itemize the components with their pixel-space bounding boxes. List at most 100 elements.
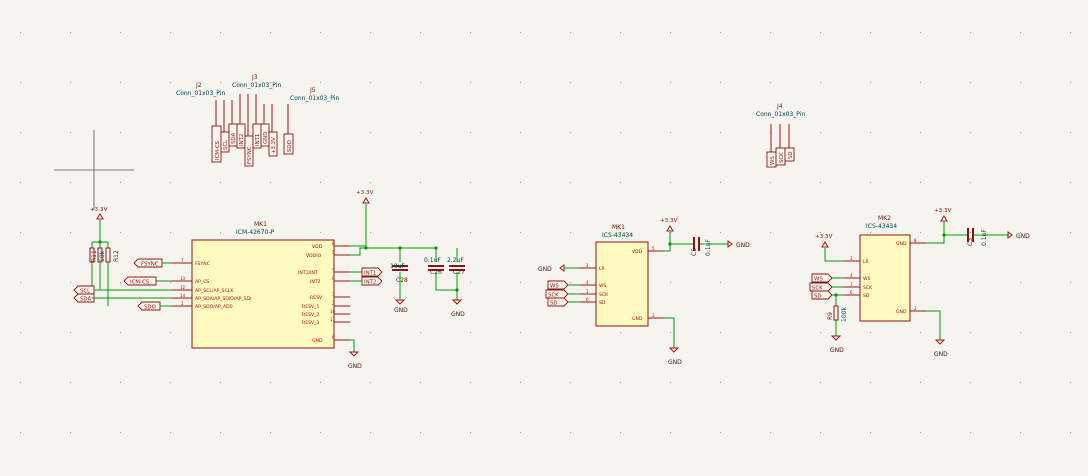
net-label-gnd: GND (263, 132, 269, 144)
svg-text:8: 8 (332, 241, 335, 246)
j3-ref: J3 (251, 74, 258, 81)
svg-text:GND: GND (1016, 233, 1030, 240)
svg-text:LR: LR (599, 266, 606, 272)
svg-text:GND: GND (830, 347, 844, 354)
svg-text:WS: WS (599, 283, 607, 289)
mk1-value: ICS-43434 (602, 232, 633, 239)
j3-value: Conn_01x03_Pin (232, 82, 281, 89)
svg-text:+3.3V: +3.3V (934, 208, 952, 214)
svg-text:1: 1 (850, 282, 853, 287)
svg-text:C5: C5 (691, 248, 698, 256)
svg-text:INT2: INT2 (310, 279, 321, 285)
j4-net-sck: SCK (779, 152, 785, 163)
mk2-value: ICS-43434 (866, 223, 897, 230)
svg-text:SD: SD (863, 293, 870, 299)
svg-text:AP_SDO/AP_AD0: AP_SDO/AP_AD0 (195, 304, 233, 310)
svg-text:6: 6 (586, 297, 589, 302)
svg-text:AP_CS: AP_CS (195, 279, 209, 285)
svg-text:RESV_3: RESV_3 (302, 320, 319, 326)
r11-ref: R11 (91, 250, 98, 262)
svg-text:AP_SCL/AP_SCLK: AP_SCL/AP_SCLK (195, 288, 234, 294)
label-sda: SDA (80, 297, 91, 303)
net-label-scl: SCL (223, 140, 229, 150)
mk1-ref: MK1 (612, 224, 625, 231)
net-label-3v3: +3.3V (271, 137, 277, 154)
svg-text:RESV_1: RESV_1 (302, 304, 319, 310)
r10-value: 10k (99, 250, 106, 262)
svg-text:0.1uF: 0.1uF (424, 257, 441, 264)
svg-text:SCK: SCK (863, 285, 873, 291)
int-net-labels: INT1 INT2 (350, 267, 383, 286)
svg-text:10uF: 10uF (390, 263, 405, 270)
svg-text:FSYNC: FSYNC (195, 261, 210, 267)
svg-text:2: 2 (652, 313, 655, 318)
svg-text:7: 7 (181, 258, 184, 263)
j2-value: Conn_01x03_Pin (176, 90, 225, 97)
label-sdo: SDO (144, 305, 156, 311)
svg-text:2.2uF: 2.2uF (447, 257, 464, 264)
j4-value: Conn_01x03_Pin (756, 111, 805, 118)
svg-text:C3: C3 (967, 238, 974, 246)
svg-text:C27: C27 (453, 269, 465, 276)
svg-text:+3.3V: +3.3V (356, 190, 374, 196)
mk2-wiring: +3.3V WS SCK SD R9 100k GND +3.3V C3 0.1… (809, 208, 1030, 358)
j4-ref: J4 (776, 103, 783, 110)
svg-text:1: 1 (586, 289, 589, 294)
label-fsync: FSYNC (141, 262, 159, 268)
net-label-sda: SDA (231, 133, 237, 144)
u1-body (191, 239, 335, 349)
net-label-fsync: FSYNC (247, 146, 253, 164)
svg-text:9: 9 (332, 276, 335, 281)
crosshair-cursor (54, 130, 134, 210)
u1-ref: MK1 (254, 221, 267, 228)
svg-text:GND: GND (538, 266, 552, 273)
connector-j5[interactable]: J5 Conn_01x03_Pin (263, 87, 339, 134)
svg-text:12: 12 (180, 285, 186, 290)
svg-text:WS: WS (814, 277, 823, 283)
svg-text:GND: GND (312, 338, 323, 344)
j5-ref: J5 (309, 87, 316, 94)
connector-j4[interactable]: J4 Conn_01x03_Pin WS SCK SD (756, 103, 805, 168)
svg-text:WS: WS (863, 276, 871, 282)
svg-text:VDDIO: VDDIO (306, 253, 322, 259)
connector-j2[interactable]: J2 Conn_01x03_Pin (176, 82, 233, 132)
svg-text:GND: GND (934, 351, 948, 358)
svg-text:4: 4 (586, 280, 589, 285)
svg-text:LR: LR (863, 259, 870, 265)
j5-value: Conn_01x03_Pin (290, 95, 339, 102)
u1-power-network: +3.3V 10uF C28 0.1uF C26 2.2uF C27 GND G… (348, 190, 465, 370)
left-net-labels: FSYNC ICM-CS SCL SDA SDO (73, 258, 163, 311)
svg-text:14: 14 (180, 293, 186, 298)
svg-text:GND: GND (896, 241, 907, 247)
connector-j3[interactable]: J3 Conn_01x03_Pin (232, 74, 281, 136)
label-scl: SCL (80, 289, 90, 295)
svg-text:INT2: INT2 (364, 280, 376, 286)
u1-value: ICM-42670-P (236, 229, 275, 236)
svg-text:VDD: VDD (632, 249, 643, 255)
svg-text:SCK: SCK (599, 292, 609, 298)
svg-text:AP_SDA/AP_SDIO/AP_SDI: AP_SDA/AP_SDIO/AP_SDI (195, 296, 251, 302)
label-icm-cs: ICM-CS (130, 280, 150, 286)
svg-text:10: 10 (330, 309, 336, 314)
svg-text:C28: C28 (396, 277, 408, 284)
mk2-body (859, 234, 911, 322)
svg-text:GND: GND (348, 363, 362, 370)
svg-text:3: 3 (332, 292, 335, 297)
svg-text:1: 1 (181, 301, 184, 306)
net-label-int2: INT2 (239, 134, 245, 146)
svg-text:SD: SD (599, 300, 606, 306)
svg-text:2: 2 (914, 306, 917, 311)
svg-text:VDD: VDD (312, 244, 323, 250)
r12-ref: R12 (113, 250, 120, 262)
svg-text:11: 11 (330, 317, 336, 322)
svg-text:4: 4 (332, 267, 335, 272)
svg-text:GND: GND (632, 316, 643, 322)
svg-text:SCK: SCK (812, 286, 823, 292)
svg-text:+3.3V: +3.3V (660, 218, 678, 224)
svg-text:GND: GND (736, 242, 750, 249)
svg-text:5: 5 (332, 250, 335, 255)
